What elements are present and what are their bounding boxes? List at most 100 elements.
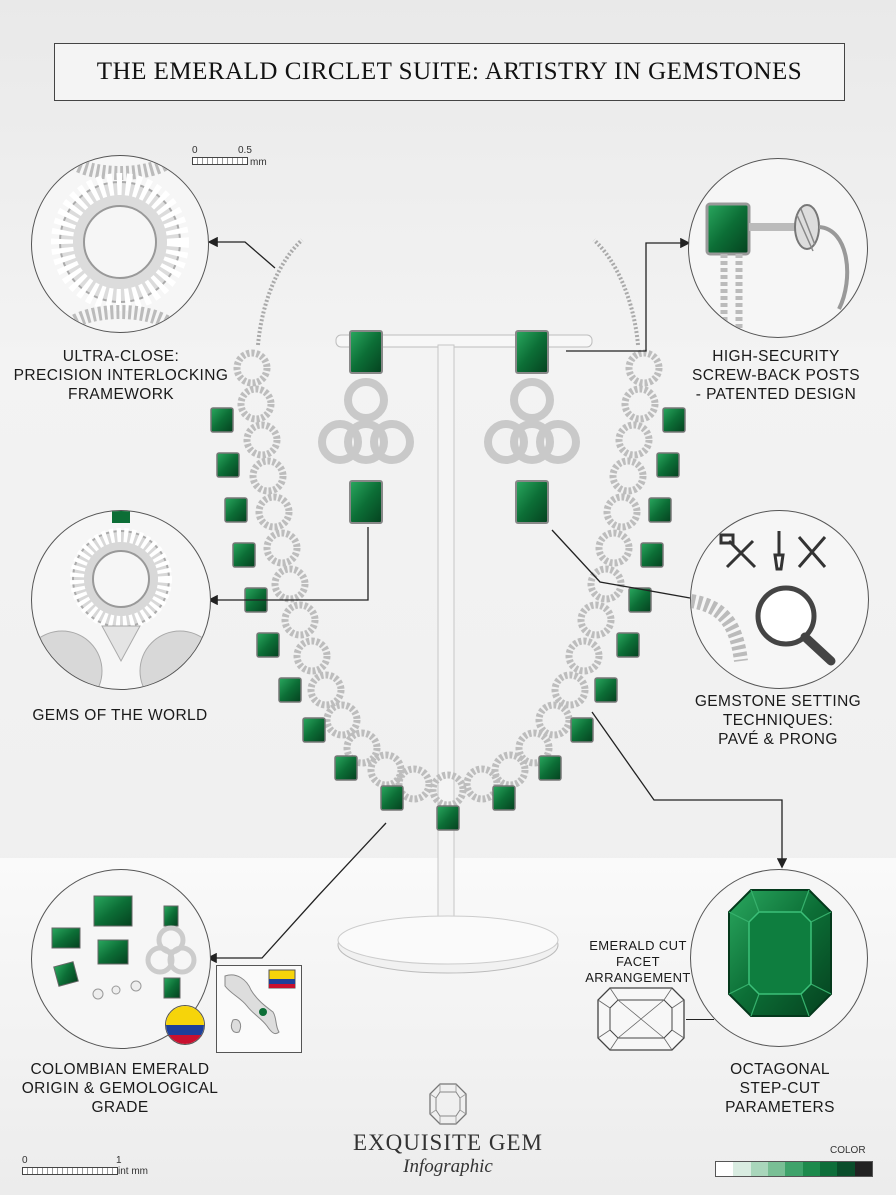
callout-precision-line1: ULTRA-CLOSE: [62,348,180,365]
emerald-stone [302,717,326,743]
facet-diagram [597,987,685,1051]
color-label: COLOR [830,1145,866,1156]
gem-logo-icon [429,1083,467,1125]
callout-screwback: HIGH-SECURITY SCREW-BACK POSTS - PATENTE… [676,347,876,404]
necklace [233,349,663,809]
necklace-emeralds [210,407,686,831]
emerald-stone [256,632,280,658]
pave-loop-closeup [32,511,210,689]
callout-colombian-line2: ORIGIN & GEMOLOGICAL [21,1080,219,1097]
scale-top-zero: 0 [192,145,198,156]
emerald-stone [616,632,640,658]
callout-facet: EMERALD CUT FACET ARRANGEMENT [582,938,694,986]
necklace-loop [243,421,281,459]
necklace-loop [429,771,467,809]
color-swatch [837,1162,855,1176]
necklace-loop [621,385,659,423]
scale-top-bar [192,157,248,165]
necklace-loop [491,751,529,789]
color-swatch [854,1162,872,1176]
scale-bar-top: 0 0.5 mm [190,145,280,169]
callout-facet-line2: FACET [616,954,660,969]
setting-tools-illustration [691,531,836,666]
connector-setting [551,529,691,599]
interlocking-ring-closeup [51,156,189,332]
necklace-loop [625,349,663,387]
emerald-stone [594,677,618,703]
emerald-stone [232,542,256,568]
color-swatch [785,1162,803,1176]
necklace-loop [615,421,653,459]
colombia-flag-icon [165,1005,205,1045]
color-swatch [716,1162,734,1176]
necklace-loop [233,349,271,387]
callout-screwback-line2: SCREW-BACK POSTS [691,367,861,384]
necklace-loop [603,493,641,531]
color-grade-strip [715,1161,873,1177]
necklace-loop [535,701,573,739]
connector-precision [207,236,276,269]
emerald-stone [538,755,562,781]
brand-subtitle: Infographic [403,1156,493,1177]
pliers-icon [797,536,827,568]
necklace-loop [551,671,589,709]
emerald-stone [628,587,652,613]
scale-top-half: 0.5 [238,145,252,156]
callout-octagonal-line3: PARAMETERS [725,1099,835,1116]
callout-facet-line3: ARRANGEMENT [585,970,691,985]
callout-octagonal-line1: OCTAGONAL [730,1061,830,1078]
callout-screwback-line3: - PATENTED DESIGN [695,386,857,403]
emerald-stone [662,407,686,433]
necklace-loop [595,529,633,567]
emerald-stone [648,497,672,523]
callout-screwback-line1: HIGH-SECURITY [712,348,840,365]
callout-colombian-line1: COLOMBIAN EMERALD [30,1061,210,1078]
callout-setting-line1: GEMSTONE SETTING [694,693,862,710]
hammer-wrench-icon [719,533,757,569]
screw-back-post-closeup [705,202,850,334]
scale-bar-bottom: 0 1 int mm [22,1155,162,1179]
color-swatch [819,1162,838,1176]
emerald-stone [656,452,680,478]
connector-gems-world [207,527,369,606]
detail-circle-setting [690,510,869,689]
screwdriver-icon [773,531,785,571]
callout-precision-line3: FRAMEWORK [67,386,175,403]
callout-colombian-line3: GRADE [91,1099,149,1116]
page-title: THE EMERALD CIRCLET SUITE: ARTISTRY IN G… [54,43,845,101]
necklace-loop [249,457,287,495]
emerald-stone [216,452,240,478]
origin-map [216,965,302,1053]
necklace-loop [293,637,331,675]
necklace-loop [463,765,501,803]
necklace-loop [271,565,309,603]
emerald-stone [570,717,594,743]
necklace-loop [343,729,381,767]
emerald-stone [278,677,302,703]
callout-colombian: COLOMBIAN EMERALD ORIGIN & GEMOLOGICAL G… [10,1060,230,1117]
connector-colombian [206,822,387,964]
connector-screwback [566,237,691,352]
callout-octagonal: OCTAGONAL STEP-CUT PARAMETERS [680,1060,880,1117]
emerald-stone [492,785,516,811]
necklace-loop [609,457,647,495]
color-swatch [802,1162,820,1176]
magnifier-icon [755,585,817,647]
scale-bottom-unit: int mm [118,1166,148,1177]
callout-gems-world-line1: GEMS OF THE WORLD [32,707,208,724]
callout-setting: GEMSTONE SETTING TECHNIQUES: PAVÉ & PRON… [676,692,880,749]
emerald-stone [210,407,234,433]
emerald-stone [224,497,248,523]
facet-connector [686,1019,714,1020]
necklace-loop [255,493,293,531]
callout-setting-line3: PAVÉ & PRONG [718,731,838,748]
necklace-loop [307,671,345,709]
color-swatch [733,1162,751,1176]
scale-top-unit: mm [250,157,267,168]
callout-gems-world: GEMS OF THE WORLD [10,706,230,725]
connector-octagonal [591,711,788,869]
detail-circle-colombian [31,869,211,1049]
necklace-loop [367,751,405,789]
callout-facet-line1: EMERALD CUT [589,938,687,953]
